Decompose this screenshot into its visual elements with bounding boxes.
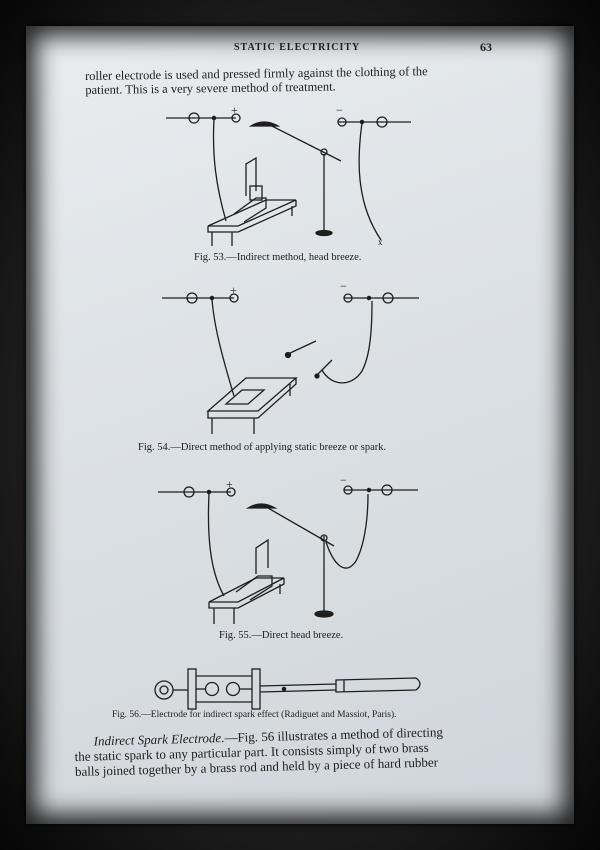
page-number: 63	[480, 40, 492, 54]
figure-56-electrode-illustration	[154, 668, 421, 710]
fig54-plus-sign: +	[230, 283, 237, 297]
fig54-minus-sign: −	[340, 279, 347, 293]
body-paragraph: Indirect Spark Electrode.—Fig. 56 illust…	[74, 724, 444, 779]
figure-55-caption: Fig. 55.—Direct head breeze.	[219, 630, 344, 641]
figure-54-illustration: + −	[162, 279, 419, 434]
figure-54-caption: Fig. 54.—Direct method of applying stati…	[138, 442, 387, 453]
fig53-plus-sign: +	[231, 103, 238, 117]
fig55-minus-sign: −	[340, 473, 347, 487]
figure-55-illustration: + −	[158, 473, 418, 624]
fig53-minus-sign: −	[336, 103, 343, 117]
fig55-plus-sign: +	[226, 477, 233, 491]
book-page: STATIC ELECTRICITY 63 roller electrode i…	[26, 26, 574, 824]
figure-53-illustration: + − x	[166, 103, 411, 247]
figure-53-caption: Fig. 53.—Indirect method, head breeze.	[194, 252, 362, 263]
running-title: STATIC ELECTRICITY	[234, 42, 361, 53]
fig53-ground-mark: x	[378, 237, 383, 247]
figure-56-caption: Fig. 56.—Electrode for indirect spark ef…	[112, 710, 397, 720]
